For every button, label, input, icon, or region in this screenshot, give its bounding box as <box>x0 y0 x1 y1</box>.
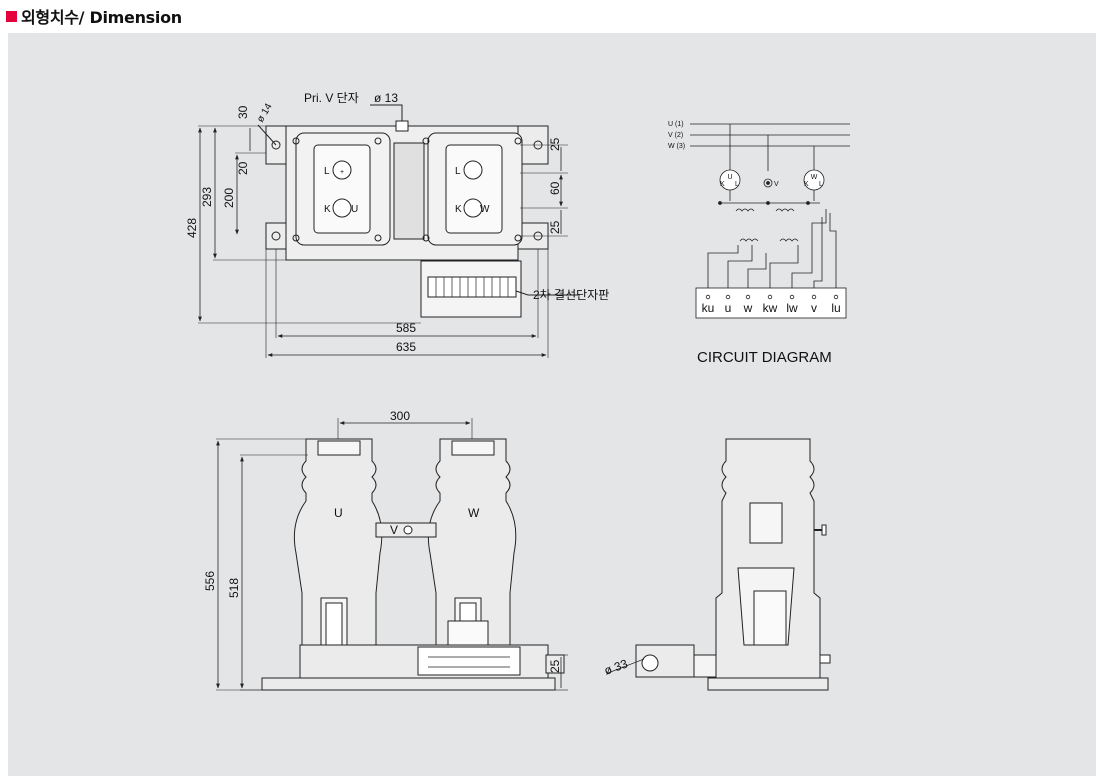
dim-200: 200 <box>222 188 236 208</box>
drawing-panel: + L K U L K W Pri. V 단자 ø 13 ø 14 2차 결선단… <box>8 33 1096 776</box>
dim-25-front: 25 <box>548 659 562 673</box>
dim-293: 293 <box>200 187 214 207</box>
coil-U: U <box>727 174 732 181</box>
terminal-u: u <box>725 301 732 315</box>
circuit-labels: U (1) V (2) W (3) U W V K L K L ku u w k… <box>668 121 841 366</box>
terminal-kw: kw <box>763 301 778 315</box>
line-w: W (3) <box>668 143 685 150</box>
dim-20: 20 <box>236 161 250 175</box>
dim-25-top: 25 <box>548 137 562 151</box>
dim-dia-33: ø 33 <box>602 656 630 677</box>
line-u: U (1) <box>668 121 684 128</box>
coil-K-left: K <box>720 181 725 188</box>
terminal-v: v <box>811 301 817 315</box>
section-header: 외형치수/ Dimension <box>6 5 182 27</box>
mark-W: W <box>480 204 490 215</box>
front-label-W: W <box>468 506 480 520</box>
terminal-w: w <box>743 301 753 315</box>
pri-v-terminal-label: Pri. V 단자 <box>304 91 359 105</box>
section-title: 외형치수/ Dimension <box>21 8 182 27</box>
dim-30: 30 <box>236 105 250 119</box>
mark-K-left: K <box>324 204 331 215</box>
mark-K-right: K <box>455 204 462 215</box>
circuit-diagram-title: CIRCUIT DIAGRAM <box>697 349 832 366</box>
line-v: V (2) <box>668 132 683 139</box>
terminal-lu: lu <box>831 301 840 315</box>
front-view-labels: U W V 300 556 518 25 <box>203 409 562 673</box>
dim-300: 300 <box>390 409 410 423</box>
circuit-diagram <box>690 123 850 319</box>
terminal-lw: lw <box>786 301 798 315</box>
terminal-ku: ku <box>702 301 715 315</box>
drawing-canvas: + L K U L K W Pri. V 단자 ø 13 ø 14 2차 결선단… <box>185 91 850 691</box>
coil-V: V <box>774 181 779 188</box>
front-label-V: V <box>390 523 398 537</box>
mark-L-right: L <box>455 166 461 177</box>
hole-dia-label: ø 14 <box>255 101 275 124</box>
pri-v-terminal-dia: ø 13 <box>374 91 398 105</box>
dim-556: 556 <box>203 571 217 591</box>
dim-60: 60 <box>548 181 562 195</box>
dim-518: 518 <box>227 578 241 598</box>
front-view <box>216 418 568 691</box>
coil-W: W <box>811 174 818 181</box>
terminal-mark: + <box>340 169 344 176</box>
mark-U: U <box>351 204 358 215</box>
terminal-board-label: 2차 결선단자판 <box>533 288 609 302</box>
coil-L-right: L <box>819 181 823 188</box>
dim-25-bottom: 25 <box>548 220 562 234</box>
coil-K-right: K <box>804 181 809 188</box>
dim-635: 635 <box>396 340 416 354</box>
coil-L-left: L <box>735 181 739 188</box>
mark-L-left: L <box>324 166 330 177</box>
dim-428: 428 <box>185 218 199 238</box>
dim-585: 585 <box>396 321 416 335</box>
top-view <box>198 104 580 358</box>
side-view-labels: ø 33 <box>602 656 630 677</box>
red-square-marker <box>6 10 17 22</box>
front-label-U: U <box>334 506 343 520</box>
side-view <box>607 438 831 691</box>
